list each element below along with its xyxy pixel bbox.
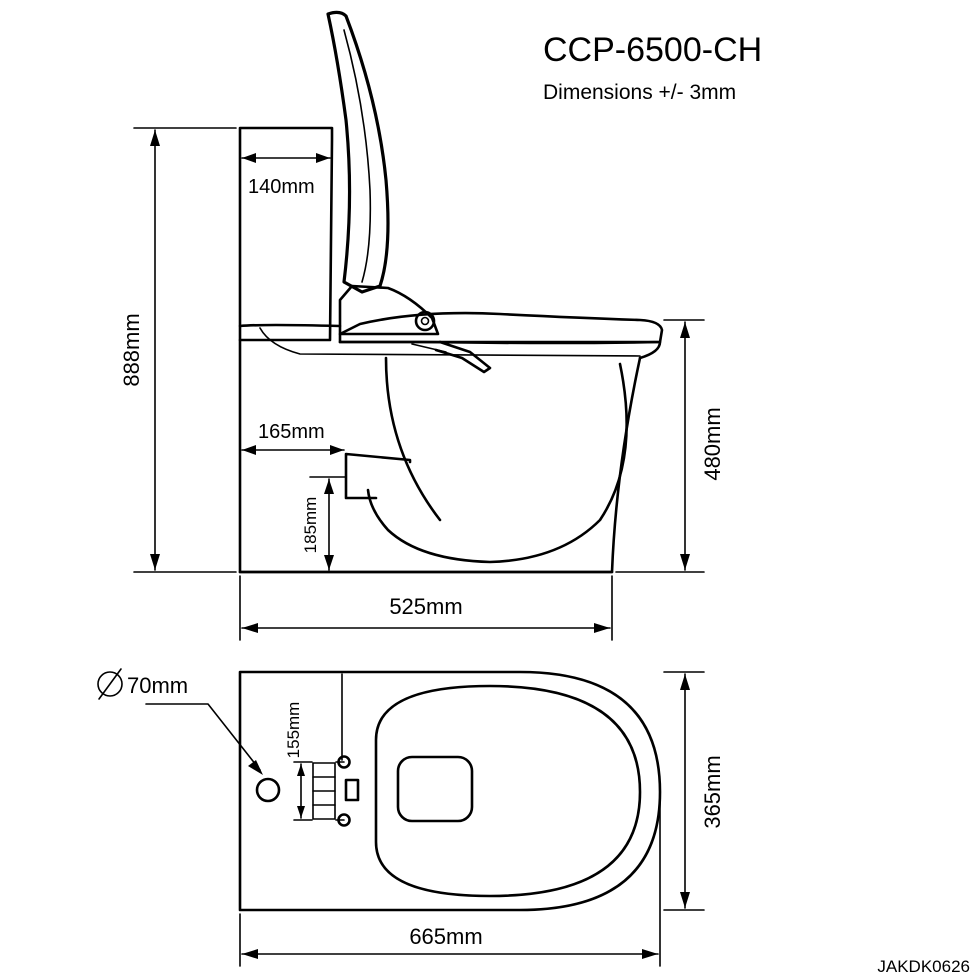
model-title: CCP-6500-CH bbox=[543, 31, 762, 69]
top-outline bbox=[238, 670, 662, 912]
wand-arm bbox=[411, 343, 447, 353]
bowl-rim bbox=[238, 323, 662, 360]
diameter-symbol-slash bbox=[98, 668, 122, 700]
arrow-up bbox=[150, 130, 160, 146]
lid-panel bbox=[396, 755, 474, 823]
arrow-right bbox=[316, 153, 330, 163]
arrow-left bbox=[242, 949, 258, 959]
hinge-pivot-center bbox=[420, 316, 430, 326]
label-tank-depth: 140mm bbox=[248, 176, 315, 198]
arrow-down bbox=[680, 554, 690, 570]
arrow-up bbox=[680, 322, 690, 338]
hinge-pivot bbox=[414, 310, 436, 332]
label-outlet-offset: 165mm bbox=[258, 421, 325, 443]
top-view: 70mm 155mm 365mm 665mm bbox=[97, 668, 725, 967]
trap-inner bbox=[366, 356, 628, 564]
arrow-right bbox=[330, 445, 344, 455]
arrow-left bbox=[242, 445, 256, 455]
label-fixing-spacing: 155mm bbox=[284, 702, 303, 759]
bidet-wand bbox=[434, 340, 492, 374]
label-total-height: 888mm bbox=[119, 313, 144, 386]
label-outlet-height: 185mm bbox=[301, 497, 320, 554]
leader-arrow bbox=[248, 760, 263, 775]
seat-hinge-housing bbox=[338, 284, 440, 336]
label-width: 365mm bbox=[700, 755, 725, 828]
label-side-length: 525mm bbox=[389, 594, 462, 619]
arrow-left bbox=[242, 153, 256, 163]
arrow-up bbox=[680, 674, 690, 690]
arrow-right bbox=[642, 949, 658, 959]
label-top-length: 665mm bbox=[409, 924, 482, 949]
leader-line bbox=[145, 703, 261, 771]
cistern-outline bbox=[238, 126, 334, 342]
lid-inner-edge bbox=[343, 29, 372, 283]
side-view: 140mm 888mm 480mm 165mm 185mm 525mm bbox=[119, 10, 725, 641]
inlet-circle bbox=[255, 777, 281, 803]
label-bowl-height: 480mm bbox=[700, 407, 725, 480]
outlet-spigot bbox=[344, 452, 412, 500]
seat-closed bbox=[338, 311, 664, 345]
arrow-down bbox=[324, 555, 334, 570]
tolerance-note: Dimensions +/- 3mm bbox=[543, 81, 736, 104]
arrow-left bbox=[242, 623, 258, 633]
arrow-up bbox=[297, 764, 305, 776]
seat-outline bbox=[374, 684, 642, 898]
label-inlet-diameter: 70mm bbox=[127, 673, 188, 698]
fixing-slot bbox=[344, 778, 360, 802]
seat-lid-upright bbox=[326, 10, 390, 294]
arrow-down bbox=[297, 806, 305, 818]
arrow-up bbox=[324, 479, 334, 494]
drawing-code: JAKDK0626 bbox=[877, 957, 970, 976]
arrow-down bbox=[150, 554, 160, 570]
arrow-right bbox=[594, 623, 610, 633]
arrow-down bbox=[680, 892, 690, 908]
rim-curve bbox=[259, 327, 641, 357]
diameter-symbol-icon bbox=[97, 671, 123, 697]
